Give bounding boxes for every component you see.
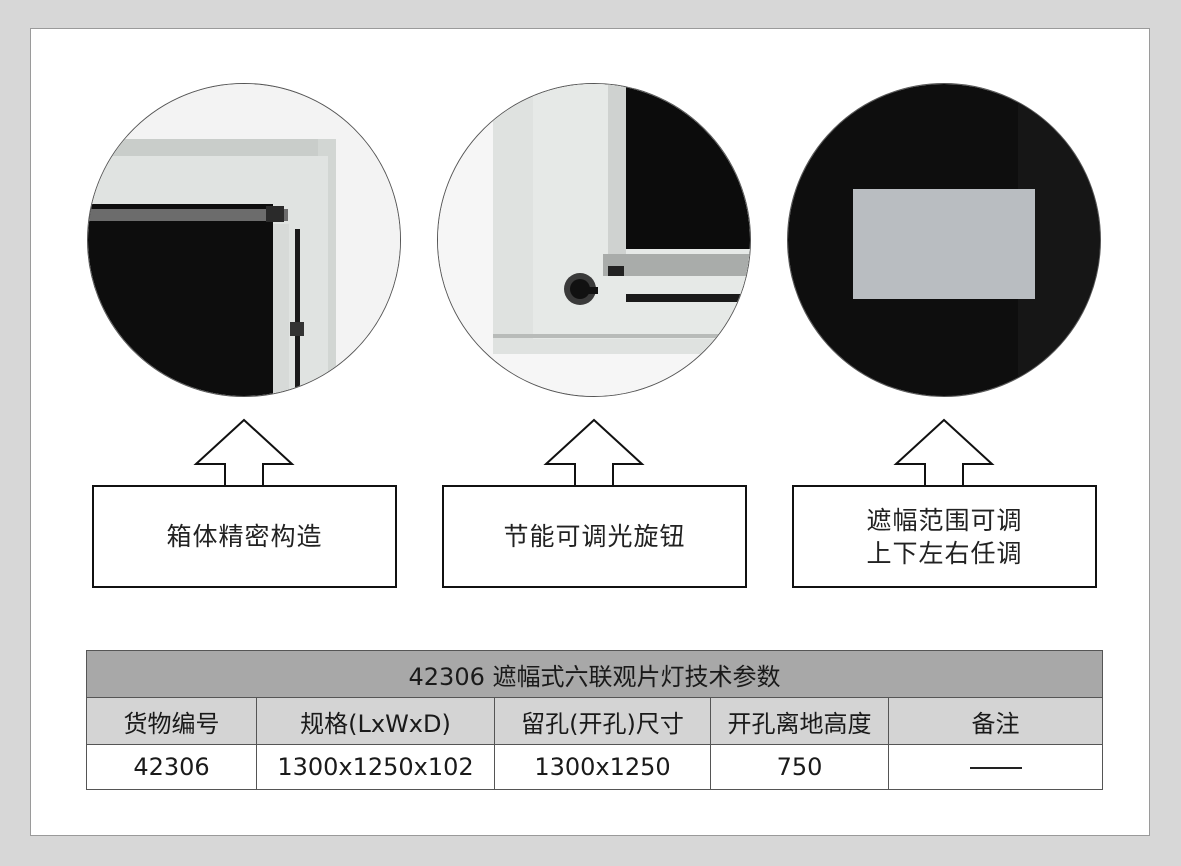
spec-table-title-row: 42306 遮幅式六联观片灯技术参数 [85, 650, 1104, 698]
up-arrow-icon [893, 418, 995, 488]
table-cell-cutout-size: 1300x1250 [494, 744, 711, 790]
adjustable-mask-photo [787, 83, 1101, 397]
table-cell-remarks [887, 744, 1104, 790]
feature-label-mask: 遮幅范围可调 上下左右任调 [792, 485, 1097, 588]
cabinet-structure-photo [87, 83, 401, 397]
feature-label-line: 上下左右任调 [866, 538, 1023, 568]
up-arrow-icon [543, 418, 645, 488]
column-header: 留孔(开孔)尺寸 [494, 697, 711, 745]
spec-table: 42306 遮幅式六联观片灯技术参数 货物编号 规格(LxWxD) 留孔(开孔)… [85, 650, 1104, 790]
feature-label-line: 箱体精密构造 [166, 522, 323, 551]
empty-dash [969, 767, 1022, 769]
feature-label-line: 遮幅范围可调 [866, 505, 1023, 535]
table-cell-dimensions: 1300x1250x102 [256, 744, 495, 790]
spec-table-title: 42306 遮幅式六联观片灯技术参数 [85, 650, 1104, 698]
column-header: 备注 [887, 697, 1104, 745]
feature-label-cabinet: 箱体精密构造 [92, 485, 397, 588]
column-header: 规格(LxWxD) [256, 697, 495, 745]
feature-label-dimmer: 节能可调光旋钮 [442, 485, 747, 588]
dimmer-knob-photo [437, 83, 751, 397]
column-header: 货物编号 [86, 697, 257, 745]
table-cell-item-number: 42306 [86, 744, 257, 790]
table-cell-mount-height: 750 [710, 744, 889, 790]
spec-table-header-row: 货物编号 规格(LxWxD) 留孔(开孔)尺寸 开孔离地高度 备注 [86, 697, 1104, 745]
column-header: 开孔离地高度 [710, 697, 889, 745]
feature-label-line: 节能可调光旋钮 [503, 522, 686, 551]
table-row: 42306 1300x1250x102 1300x1250 750 [86, 744, 1104, 790]
up-arrow-icon [193, 418, 295, 488]
